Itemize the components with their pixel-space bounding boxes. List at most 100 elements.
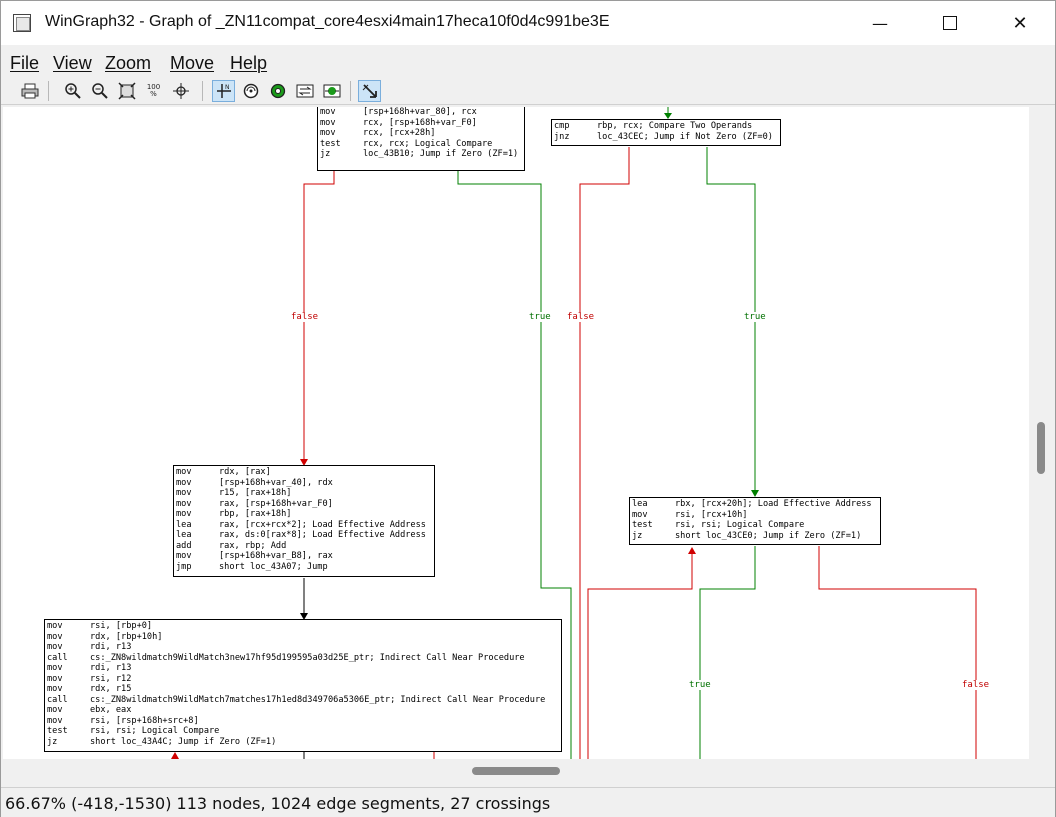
- edge-label-false: false: [566, 312, 595, 322]
- asm-operands: rax, ds:0[rax*8]; Load Effective Address: [219, 530, 426, 541]
- swap-icon[interactable]: [293, 80, 316, 102]
- asm-line: movrsi, [rcx+10h]: [632, 510, 878, 521]
- asm-mnemonic: mov: [47, 621, 90, 632]
- asm-operands: rsi, [rsp+168h+src+8]: [90, 716, 199, 727]
- edge-label-true: true: [743, 312, 767, 322]
- asm-operands: short loc_43CE0; Jump if Zero (ZF=1): [675, 531, 861, 542]
- graph-node[interactable]: movrdx, [rax]mov[rsp+168h+var_40], rdxmo…: [173, 465, 435, 577]
- asm-operands: [rsp+168h+var_80], rcx: [363, 107, 477, 118]
- toolbar: 100 % N: [1, 77, 1055, 105]
- minimize-button[interactable]: —: [857, 1, 903, 45]
- menu-file[interactable]: File: [10, 53, 39, 74]
- edge-arrowhead: [688, 547, 696, 554]
- asm-mnemonic: mov: [176, 478, 219, 489]
- asm-operands: rax, [rsp+168h+var_F0]: [219, 499, 333, 510]
- asm-operands: ebx, eax: [90, 705, 131, 716]
- asm-operands: rdx, r15: [90, 684, 131, 695]
- asm-mnemonic: mov: [47, 663, 90, 674]
- asm-line: jnzloc_43CEC; Jump if Not Zero (ZF=0): [554, 132, 778, 143]
- graph-node[interactable]: movrsi, [rbp+0]movrdx, [rbp+10h]movrdi, …: [44, 619, 562, 752]
- zoom-in-icon[interactable]: [61, 80, 84, 102]
- zoom-out-icon[interactable]: [88, 80, 111, 102]
- maximize-button[interactable]: [927, 1, 973, 45]
- edge-false-n2-down: [580, 147, 629, 759]
- asm-operands: loc_43CEC; Jump if Not Zero (ZF=0): [597, 132, 773, 143]
- asm-line: addrax, rbp; Add: [176, 541, 432, 552]
- asm-mnemonic: jz: [632, 531, 675, 542]
- asm-operands: cs:_ZN8wildmatch9WildMatch3new17hf95d199…: [90, 653, 525, 664]
- asm-mnemonic: jmp: [176, 562, 219, 573]
- graph-canvas[interactable]: false true false true true false mov[rsp…: [3, 107, 1029, 759]
- asm-mnemonic: mov: [320, 118, 363, 129]
- asm-line: jzshort loc_43CE0; Jump if Zero (ZF=1): [632, 531, 878, 542]
- graph-node[interactable]: mov[rsp+168h+var_80], rcxmovrcx, [rsp+16…: [317, 107, 525, 171]
- arrow-tool-icon[interactable]: [358, 80, 381, 102]
- asm-line: movrbp, [rax+18h]: [176, 509, 432, 520]
- asm-line: movebx, eax: [47, 705, 559, 716]
- asm-operands: rax, rbp; Add: [219, 541, 286, 552]
- asm-mnemonic: mov: [320, 128, 363, 139]
- asm-operands: [rsp+168h+var_B8], rax: [219, 551, 333, 562]
- asm-line: movrsi, [rbp+0]: [47, 621, 559, 632]
- menu-bar: File View Zoom Move Help: [1, 49, 1055, 77]
- edge-label-true: true: [688, 680, 712, 690]
- menu-help[interactable]: Help: [230, 53, 267, 74]
- asm-operands: rdi, r13: [90, 642, 131, 653]
- graph-node[interactable]: cmprbp, rcx; Compare Two Operandsjnzloc_…: [551, 119, 781, 146]
- asm-line: movrsi, [rsp+168h+src+8]: [47, 716, 559, 727]
- asm-mnemonic: jnz: [554, 132, 597, 143]
- asm-mnemonic: jz: [320, 149, 363, 160]
- asm-operands: rdx, [rax]: [219, 467, 271, 478]
- menu-zoom[interactable]: Zoom: [105, 53, 151, 74]
- asm-line: mov[rsp+168h+var_80], rcx: [320, 107, 522, 118]
- asm-mnemonic: cmp: [554, 121, 597, 132]
- asm-line: movrdx, [rbp+10h]: [47, 632, 559, 643]
- asm-operands: rsi, rsi; Logical Compare: [675, 520, 804, 531]
- asm-mnemonic: lea: [632, 499, 675, 510]
- asm-operands: rsi, r12: [90, 674, 131, 685]
- asm-operands: rsi, rsi; Logical Compare: [90, 726, 219, 737]
- asm-mnemonic: mov: [320, 107, 363, 118]
- app-icon[interactable]: [13, 14, 31, 32]
- asm-operands: rax, [rcx+rcx*2]; Load Effective Address: [219, 520, 426, 531]
- asm-mnemonic: test: [632, 520, 675, 531]
- menu-view[interactable]: View: [53, 53, 92, 74]
- asm-operands: rbp, [rax+18h]: [219, 509, 291, 520]
- asm-mnemonic: mov: [176, 499, 219, 510]
- asm-mnemonic: mov: [47, 705, 90, 716]
- asm-mnemonic: lea: [176, 530, 219, 541]
- window-title: WinGraph32 - Graph of _ZN11compat_core4e…: [45, 13, 610, 31]
- asm-operands: rbp, rcx; Compare Two Operands: [597, 121, 752, 132]
- asm-line: movrax, [rsp+168h+var_F0]: [176, 499, 432, 510]
- asm-operands: r15, [rax+18h]: [219, 488, 291, 499]
- center-icon[interactable]: [169, 80, 192, 102]
- green-target-icon[interactable]: [266, 80, 289, 102]
- asm-operands: [rsp+168h+var_40], rdx: [219, 478, 333, 489]
- edge-label-true: true: [528, 312, 552, 322]
- graph-node[interactable]: learbx, [rcx+20h]; Load Effective Addres…: [629, 497, 881, 545]
- close-button[interactable]: ✕: [997, 1, 1043, 45]
- circle-icon[interactable]: [239, 80, 262, 102]
- horizontal-scroll-thumb[interactable]: [472, 767, 560, 775]
- fit-window-icon[interactable]: [115, 80, 138, 102]
- green-arrows-icon[interactable]: [320, 80, 343, 102]
- edge-false-n4-down: [819, 546, 976, 759]
- zoom-100-icon[interactable]: 100 %: [142, 80, 165, 102]
- asm-operands: rsi, [rbp+0]: [90, 621, 152, 632]
- asm-mnemonic: mov: [176, 509, 219, 520]
- asm-operands: rcx, [rsp+168h+var_F0]: [363, 118, 477, 129]
- print-icon[interactable]: [18, 80, 41, 102]
- horizontal-scrollbar[interactable]: [3, 761, 1029, 783]
- vertical-scrollbar[interactable]: [1031, 107, 1053, 759]
- title-bar[interactable]: WinGraph32 - Graph of _ZN11compat_core4e…: [1, 1, 1055, 45]
- asm-operands: rdi, r13: [90, 663, 131, 674]
- asm-mnemonic: mov: [632, 510, 675, 521]
- edge-label-false: false: [290, 312, 319, 322]
- asm-line: testrsi, rsi; Logical Compare: [47, 726, 559, 737]
- asm-line: callcs:_ZN8wildmatch9WildMatch3new17hf95…: [47, 653, 559, 664]
- asm-operands: cs:_ZN8wildmatch9WildMatch7matches17h1ed…: [90, 695, 545, 706]
- menu-move[interactable]: Move: [170, 53, 214, 74]
- asm-operands: rbx, [rcx+20h]; Load Effective Address: [675, 499, 872, 510]
- vertical-scroll-thumb[interactable]: [1037, 422, 1045, 474]
- layout-icon[interactable]: N: [212, 80, 235, 102]
